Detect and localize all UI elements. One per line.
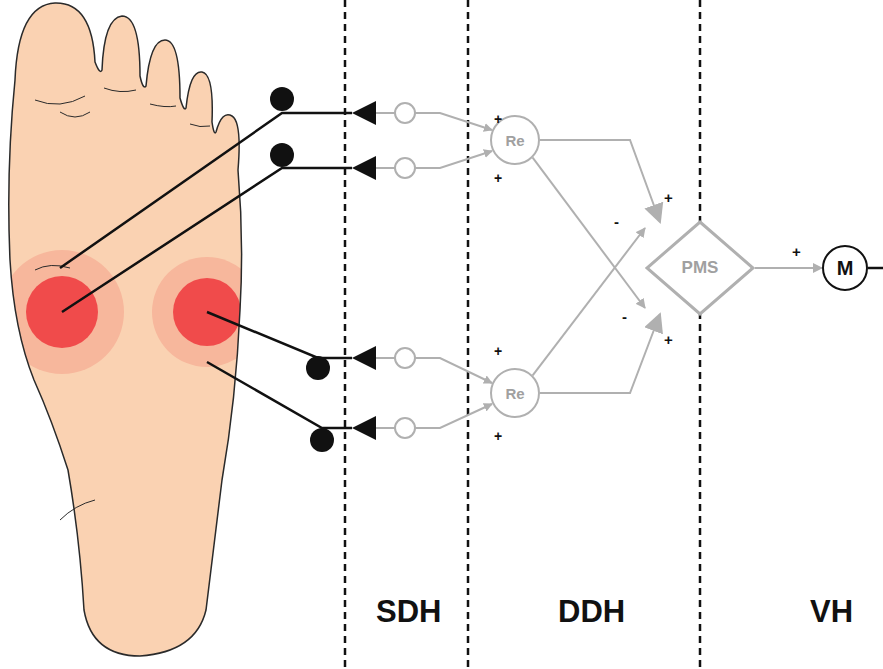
premotor-diamond: PMS <box>645 220 755 316</box>
renshaw-cell: Re <box>490 368 540 418</box>
synapse-sign: - <box>622 309 627 324</box>
synapse-sign: + <box>664 332 673 347</box>
synapse-terminals <box>352 101 376 440</box>
region-dividers <box>345 0 700 669</box>
motor-axon <box>868 267 883 270</box>
projection-connector <box>540 140 660 222</box>
synapse-sign: + <box>664 190 673 205</box>
ganglion-somata <box>270 87 334 452</box>
node-label: Re <box>505 132 524 149</box>
synapse-sign: + <box>792 244 801 259</box>
projection-connector <box>755 267 822 269</box>
projection-connector <box>533 158 645 308</box>
projection-connector <box>533 228 645 375</box>
projection-connector <box>540 314 660 393</box>
synapse-sign: + <box>494 171 502 185</box>
afferent-fibres <box>60 113 352 428</box>
region-label: DDH <box>558 596 625 627</box>
synapse-sign: + <box>494 344 502 358</box>
synapse-sign: - <box>614 214 619 229</box>
synapse-sign: + <box>494 112 502 126</box>
foot <box>0 3 262 656</box>
motoneuron-circle: M <box>822 245 868 291</box>
node-label: Re <box>505 385 524 402</box>
region-label: SDH <box>376 596 441 627</box>
node-label: M <box>837 257 854 280</box>
interneuron-projections <box>415 113 492 428</box>
node-label: PMS <box>682 258 719 278</box>
interneurons <box>376 103 415 438</box>
synapse-sign: + <box>494 429 502 443</box>
region-label: VH <box>810 596 853 627</box>
